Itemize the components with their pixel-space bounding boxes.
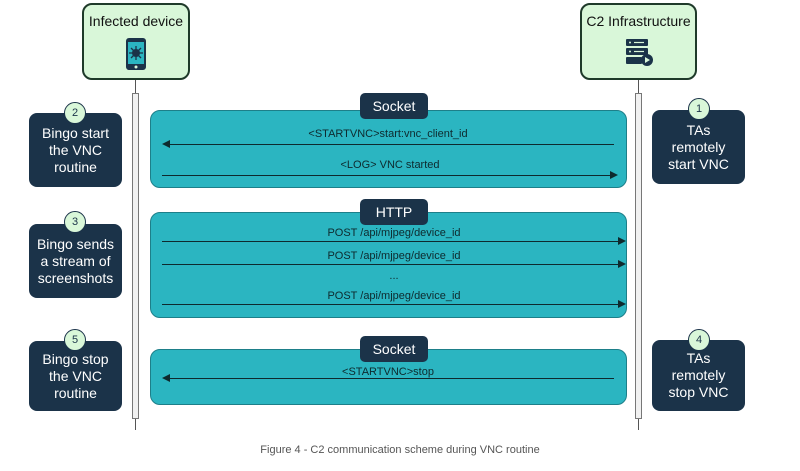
step-note-1: TAs remotely start VNC	[652, 110, 745, 184]
step-note-4: TAs remotely stop VNC	[652, 340, 745, 411]
smartphone-virus-icon	[125, 37, 147, 76]
step-number-5: 5	[64, 329, 86, 351]
message-label: <STARTVNC>stop	[342, 366, 434, 378]
lifeline-device-bottom	[135, 419, 136, 430]
lifeline-device-activation	[132, 93, 139, 419]
lifeline-c2-activation	[635, 93, 642, 419]
message-post-mjpeg-2: POST /api/mjpeg/device_id	[162, 250, 626, 270]
arrowhead	[618, 260, 626, 268]
step-text: TAs remotely stop VNC	[668, 350, 729, 400]
message-post-mjpeg-1: POST /api/mjpeg/device_id	[162, 227, 626, 247]
panel-http-stream	[150, 212, 627, 318]
server-icon	[624, 37, 654, 72]
arrowhead	[162, 140, 170, 148]
message-label: POST /api/mjpeg/device_id	[327, 290, 461, 302]
step-number-3: 3	[64, 211, 86, 233]
message-label: POST /api/mjpeg/device_id	[327, 227, 461, 239]
step-text: Bingo sends a stream of screenshots	[36, 235, 115, 286]
message-start-vnc: <STARTVNC>start:vnc_client_id	[162, 128, 614, 148]
actor-infected-device: Infected device	[82, 3, 190, 80]
message-label: ...	[389, 270, 399, 282]
protocol-label-http: HTTP	[360, 199, 428, 225]
arrowhead	[610, 171, 618, 179]
lifeline-device-top	[135, 80, 136, 94]
step-note-2: Bingo start the VNC routine	[29, 113, 122, 187]
step-note-5: Bingo stop the VNC routine	[29, 341, 122, 411]
message-log-vnc-started: <LOG> VNC started	[162, 159, 618, 179]
step-number-4: 4	[688, 329, 710, 351]
message-post-mjpeg-3: POST /api/mjpeg/device_id	[162, 290, 626, 310]
step-text: Bingo stop the VNC routine	[42, 350, 109, 401]
message-stop-vnc: <STARTVNC>stop	[162, 366, 614, 386]
message-label: POST /api/mjpeg/device_id	[327, 250, 461, 262]
step-text: TAs remotely start VNC	[668, 121, 729, 172]
lifeline-c2-top	[638, 80, 639, 94]
message-label: <STARTVNC>start:vnc_client_id	[308, 128, 468, 140]
step-note-3: Bingo sends a stream of screenshots	[29, 224, 122, 298]
actor-c2-infrastructure: C2 Infrastructure	[580, 3, 697, 80]
step-number-2: 2	[64, 102, 86, 124]
lifeline-c2-bottom	[638, 419, 639, 430]
actor-infected-device-title: Infected device	[88, 13, 184, 29]
step-number-1: 1	[688, 98, 710, 120]
arrowhead	[618, 237, 626, 245]
actor-c2-infrastructure-title: C2 Infrastructure	[586, 13, 691, 29]
arrowhead	[618, 300, 626, 308]
protocol-label-socket: Socket	[360, 336, 428, 362]
arrowhead	[162, 374, 170, 382]
message-ellipsis: ...	[162, 270, 626, 286]
message-label: <LOG> VNC started	[340, 159, 440, 171]
step-text: Bingo start the VNC routine	[42, 124, 109, 175]
figure-caption: Figure 4 - C2 communication scheme durin…	[260, 444, 540, 456]
protocol-label-socket: Socket	[360, 93, 428, 119]
